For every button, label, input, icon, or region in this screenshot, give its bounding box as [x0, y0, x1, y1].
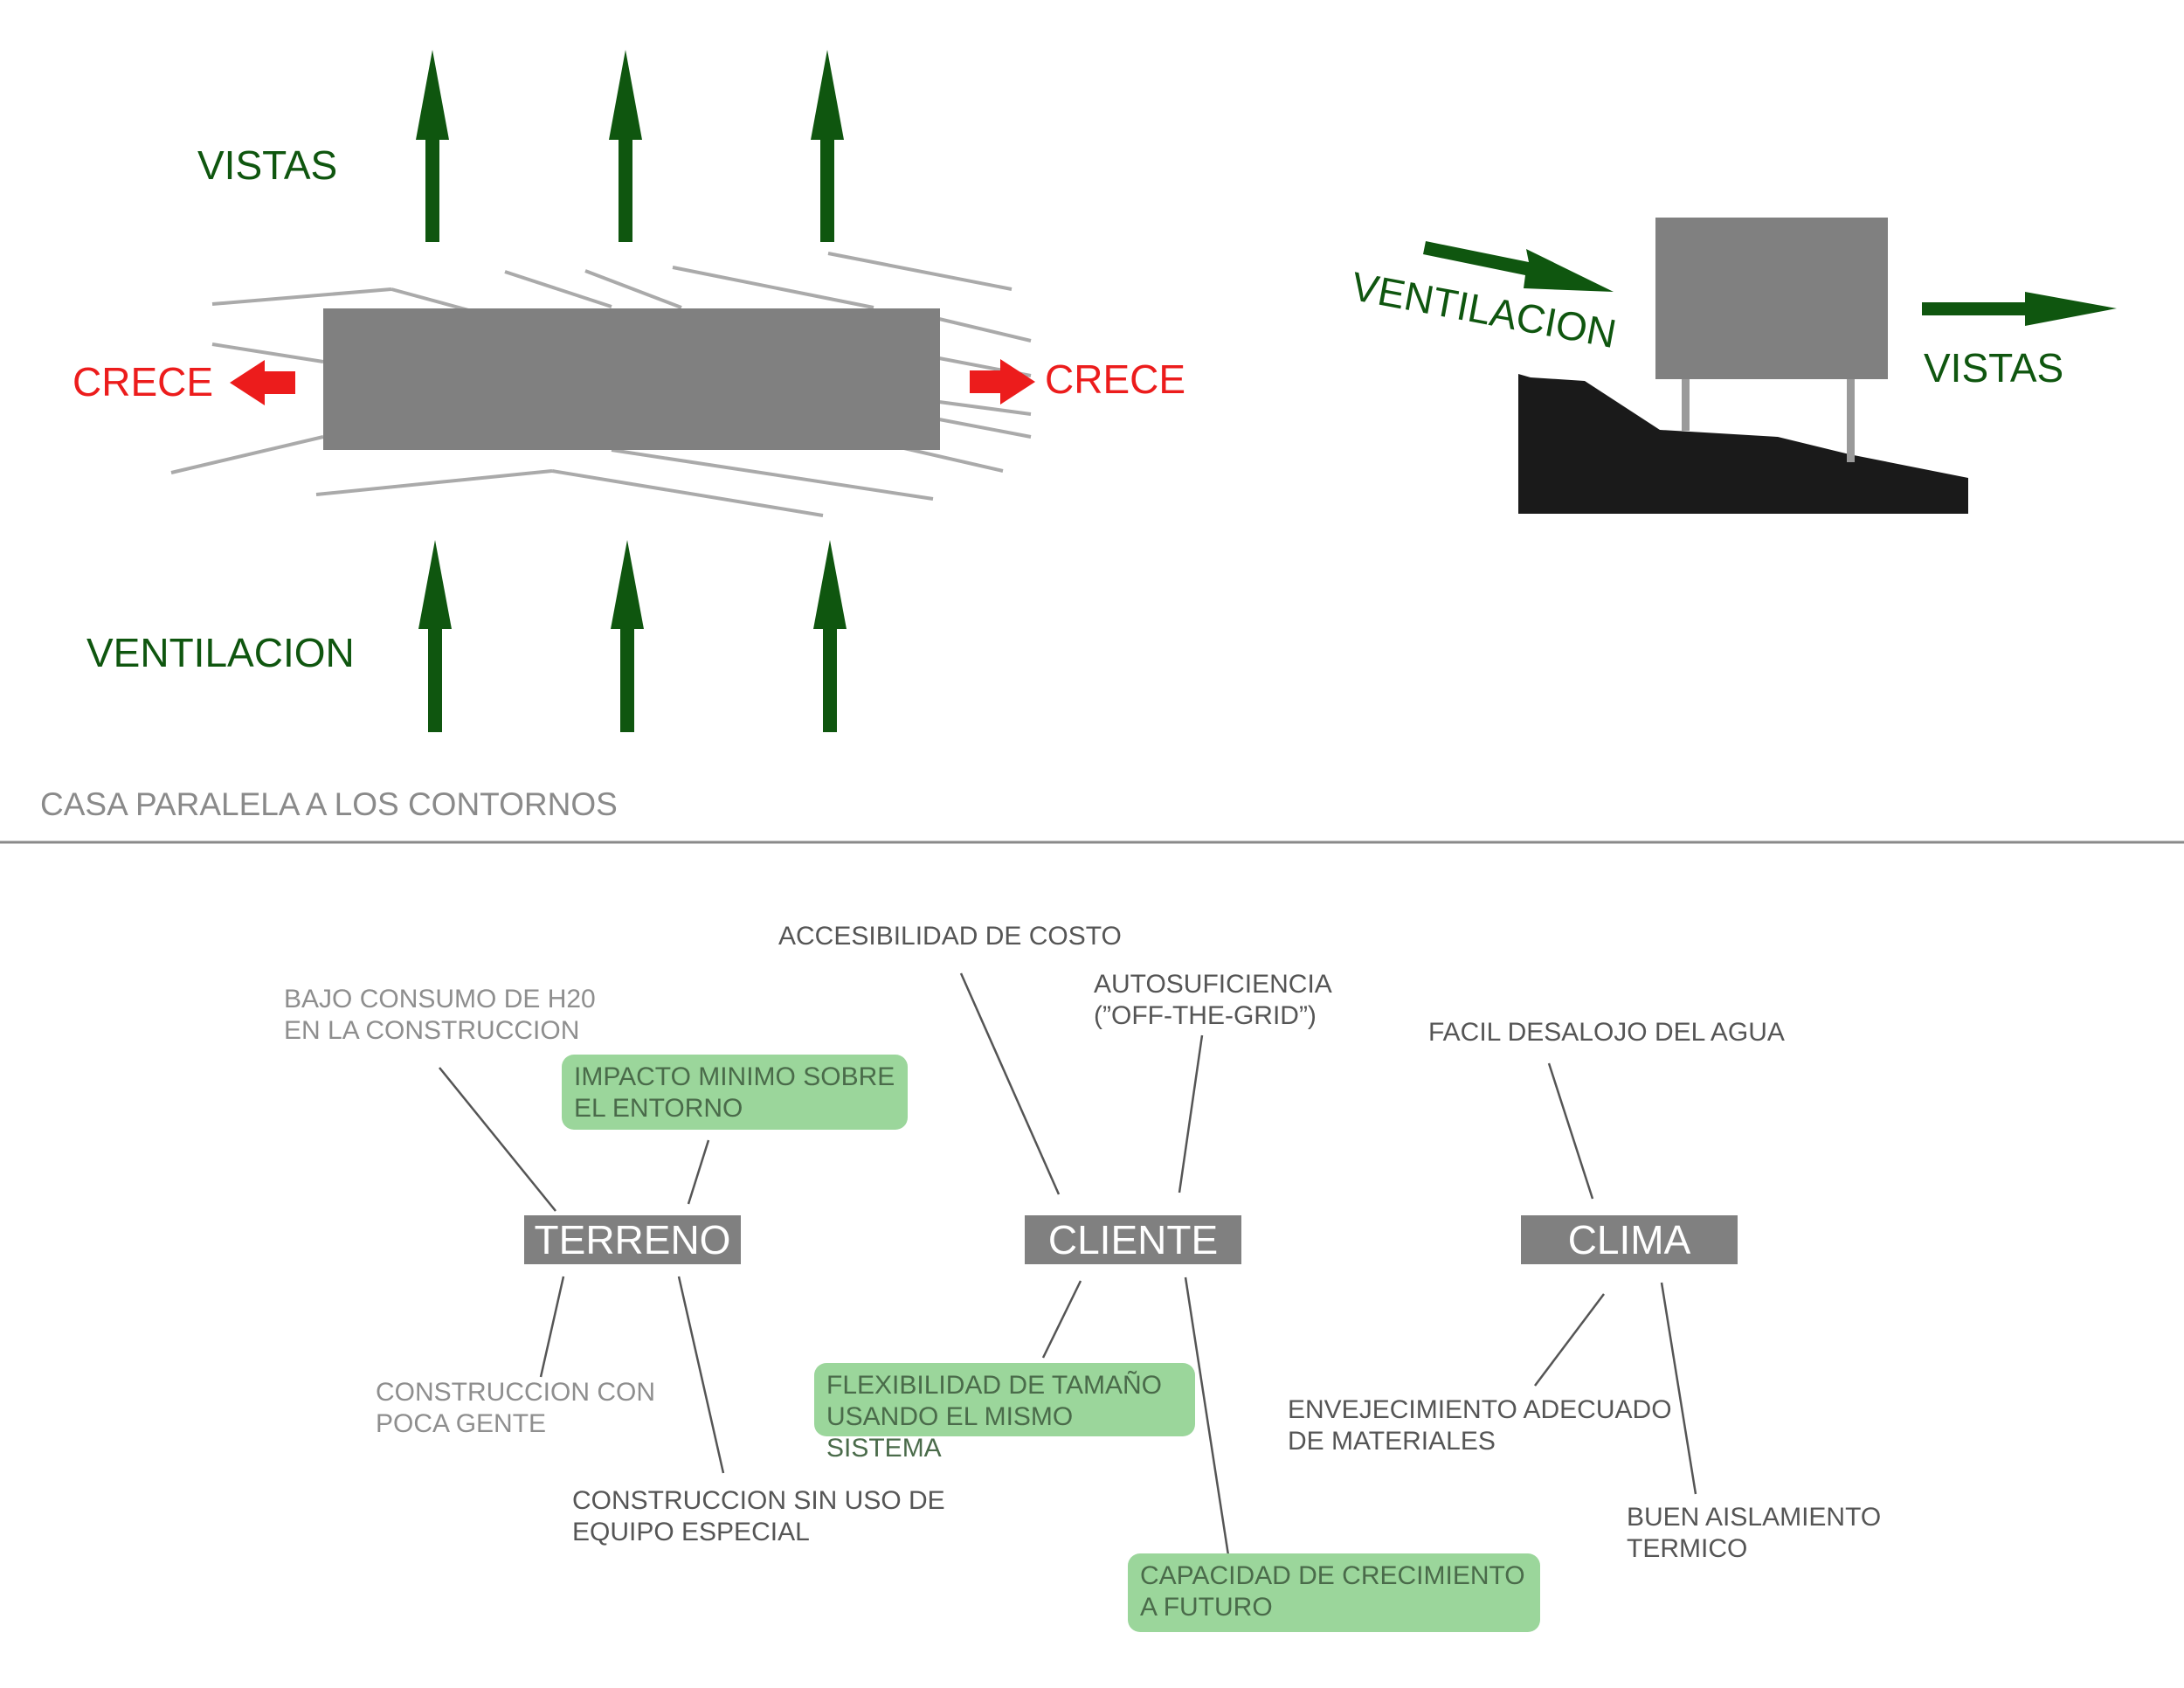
house-section-volume	[1655, 218, 1888, 379]
note-poca-gente: CONSTRUCCION CON POCA GENTE	[376, 1378, 655, 1438]
note-desalojo-agua: FACIL DESALOJO DEL AGUA	[1428, 1018, 1785, 1047]
note-aislamiento-termico: BUEN AISLAMIENTO TERMICO	[1627, 1503, 1882, 1563]
ventilacion-wind-arrow	[1423, 241, 1614, 292]
note-accesibilidad-costo: ACCESIBILIDAD DE COSTO	[778, 922, 1122, 951]
note-bajo-consumo-agua: BAJO CONSUMO DE H20 EN LA CONSTRUCCION	[284, 985, 596, 1045]
crece-left-label: CRECE	[73, 359, 214, 405]
contour-lines	[170, 252, 1032, 517]
crece-right-arrow	[970, 359, 1035, 405]
mindmap-connectors	[439, 972, 1697, 1556]
house-volume	[323, 308, 940, 450]
ventilacion-arrows	[418, 540, 847, 732]
ventilacion-label: VENTILACION	[86, 630, 355, 675]
node-clima: CLIMA	[1521, 1215, 1738, 1264]
note-envejecimiento: ENVEJECIMIENTO ADECUADO DE MATERIALES	[1288, 1395, 1672, 1456]
note-flexibilidad-tamano: FLEXIBILIDAD DE TAMAÑO USANDO EL MISMO S…	[814, 1363, 1195, 1463]
crece-right-label: CRECE	[1045, 356, 1186, 402]
node-terreno: TERRENO	[524, 1215, 741, 1264]
vistas-label: VISTAS	[197, 142, 338, 188]
note-impacto-minimo: IMPACTO MINIMO SOBRE EL ENTORNO	[562, 1055, 908, 1130]
vistas-view-arrow	[1922, 292, 2117, 326]
note-capacidad-crecimiento: CAPACIDAD DE CRECIMIENTO A FUTURO	[1128, 1553, 1540, 1632]
note-sin-equipo-especial: CONSTRUCCION SIN USO DE EQUIPO ESPECIAL	[572, 1486, 945, 1546]
crece-left-arrow	[230, 360, 295, 405]
vistas-arrows	[416, 50, 844, 242]
column-left	[1682, 378, 1690, 431]
column-right	[1847, 378, 1855, 462]
diagram-caption: CASA PARALELA A LOS CONTORNOS	[40, 786, 618, 822]
node-cliente: CLIENTE	[1025, 1215, 1241, 1264]
terrain-section	[1518, 374, 1968, 514]
note-autosuficiencia: AUTOSUFICIENCIA (”OFF-THE-GRID”)	[1094, 970, 1332, 1030]
section-vistas-label: VISTAS	[1924, 345, 2064, 391]
